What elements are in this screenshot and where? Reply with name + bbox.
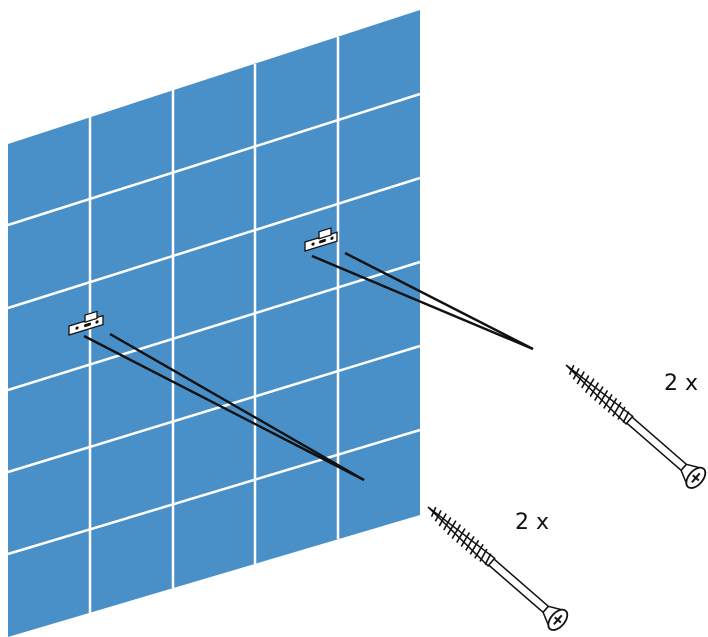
- wood-screw-icon: [427, 506, 569, 631]
- tiled-wall: [7, 10, 421, 637]
- leader-line: [311, 254, 534, 351]
- lower-screw-quantity: 2 x: [515, 510, 549, 535]
- leader-line: [83, 334, 365, 482]
- tile-grout-lines: [7, 37, 421, 613]
- leader-line: [344, 251, 534, 351]
- bracket-upper-right: [304, 227, 338, 252]
- wood-screw-icon: [565, 364, 707, 489]
- screw-lower: [427, 506, 569, 631]
- bracket-left: [68, 310, 104, 336]
- wall-panel: [8, 10, 420, 637]
- upper-screw-quantity: 2 x: [664, 371, 698, 396]
- leader-lines: [83, 251, 534, 482]
- screw-upper: [565, 364, 707, 489]
- leader-line: [109, 332, 365, 482]
